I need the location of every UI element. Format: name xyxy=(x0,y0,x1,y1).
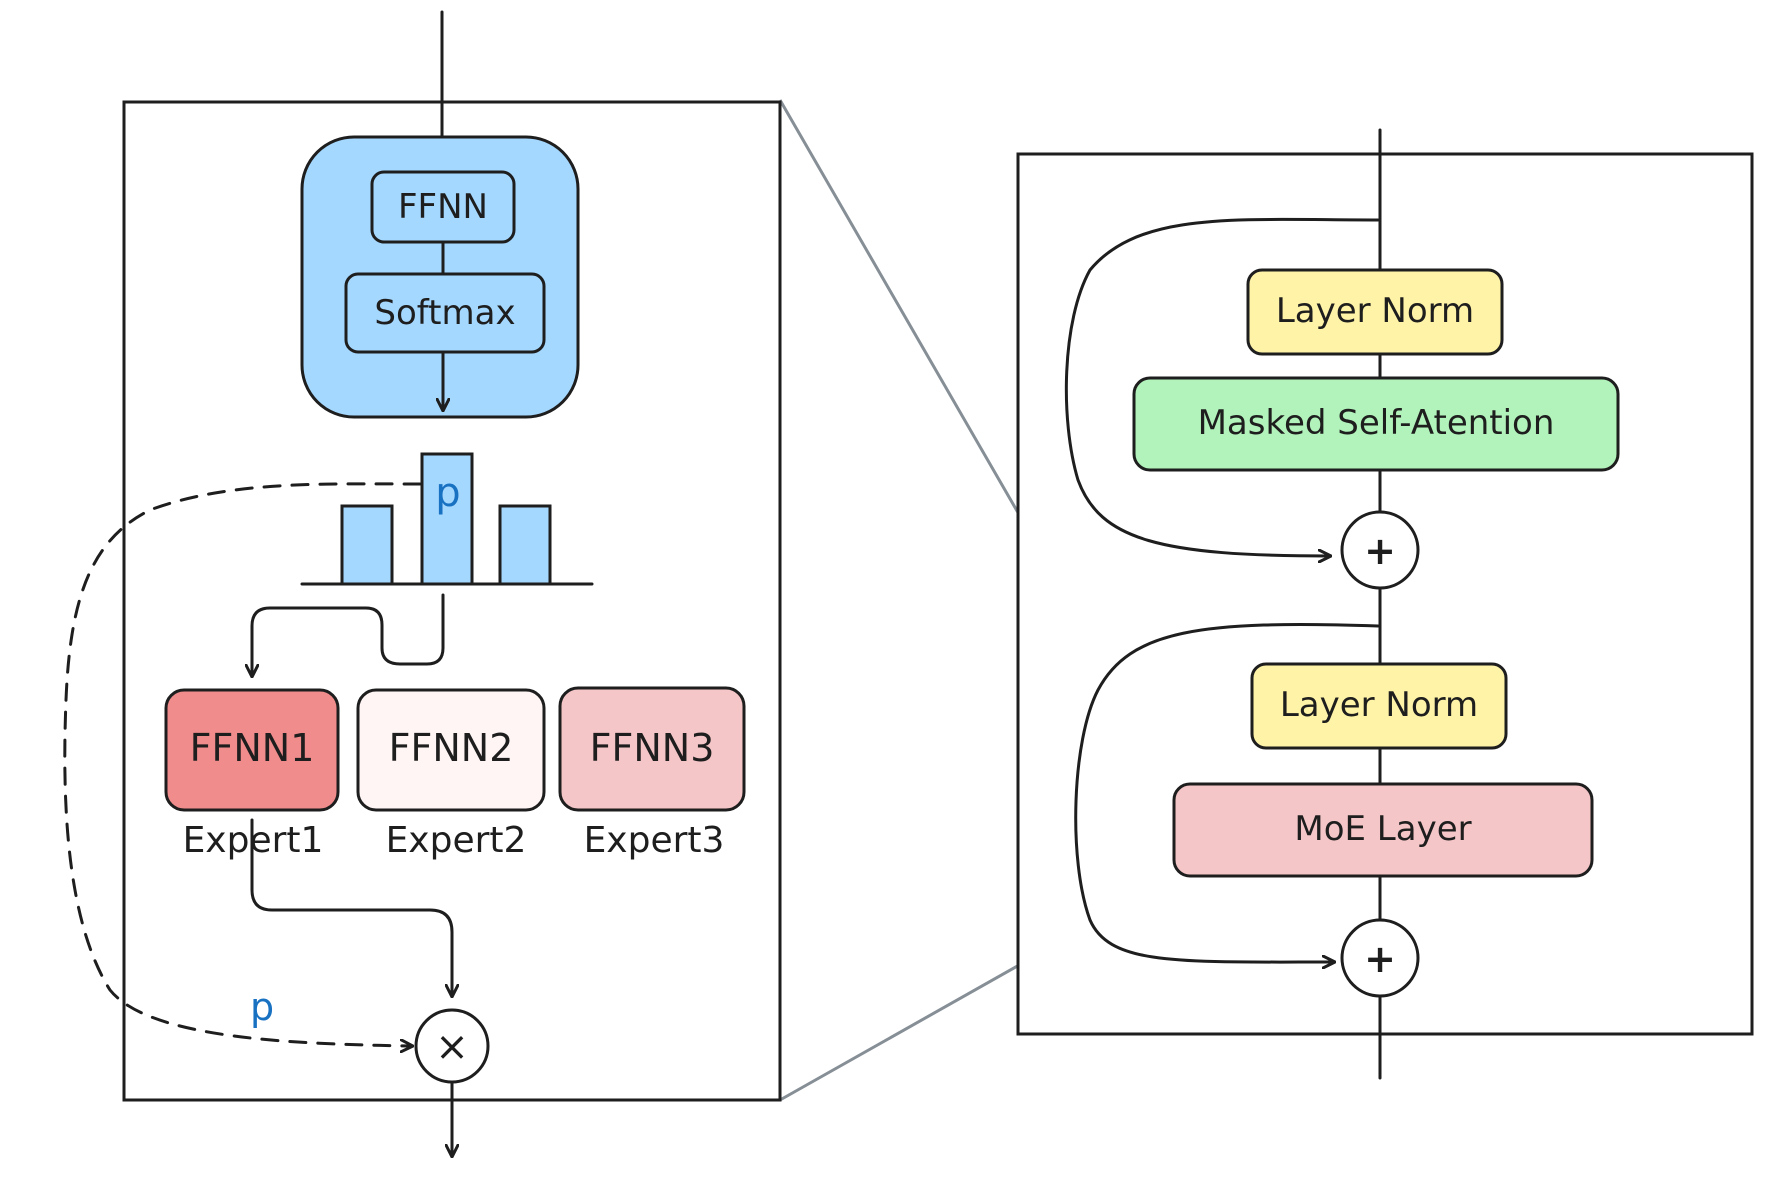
bar-probability-label: p xyxy=(435,470,460,516)
probability-bar-3 xyxy=(498,504,552,586)
add-symbol-1: + xyxy=(1364,529,1396,573)
expert3-box-label: FFNN3 xyxy=(590,726,715,770)
probability-bar-2 xyxy=(420,452,474,586)
probability-distribution xyxy=(340,452,552,586)
routing-arrow xyxy=(252,593,445,676)
expert2-box-label: FFNN2 xyxy=(389,726,514,770)
moe-layer-box xyxy=(1172,782,1594,878)
residual-skip-1 xyxy=(1064,217,1380,556)
expert3-caption: Expert3 xyxy=(584,820,725,861)
softmax-box xyxy=(344,272,546,354)
add-operator-1 xyxy=(1340,510,1420,590)
attention-box xyxy=(1132,376,1620,472)
weight-probability-label: p xyxy=(250,985,274,1029)
expert3-box xyxy=(558,686,746,812)
expert1-box xyxy=(164,688,340,812)
layer-norm-2 xyxy=(1250,662,1508,750)
expert1-box-label: FFNN1 xyxy=(190,726,315,770)
expert2-caption: Expert2 xyxy=(386,820,527,861)
softmax-label: Softmax xyxy=(374,293,515,333)
layer-norm-1-label: Layer Norm xyxy=(1276,291,1474,331)
attention-label: Masked Self-Atention xyxy=(1198,403,1555,443)
residual-skip-2 xyxy=(1074,622,1380,962)
router-ffnn-label: FFNN xyxy=(398,187,488,227)
multiply-symbol: × xyxy=(435,1024,469,1070)
expert2-box xyxy=(356,688,546,812)
add-operator-2 xyxy=(1340,918,1420,998)
layer-norm-1 xyxy=(1246,268,1504,356)
layer-norm-2-label: Layer Norm xyxy=(1280,685,1478,725)
moe-layer-label: MoE Layer xyxy=(1294,809,1471,849)
gate-weight-dashed-arrow xyxy=(63,482,422,1046)
add-symbol-2: + xyxy=(1364,937,1396,981)
probability-bar-1 xyxy=(340,504,394,586)
expert-output-arrow xyxy=(250,818,452,996)
